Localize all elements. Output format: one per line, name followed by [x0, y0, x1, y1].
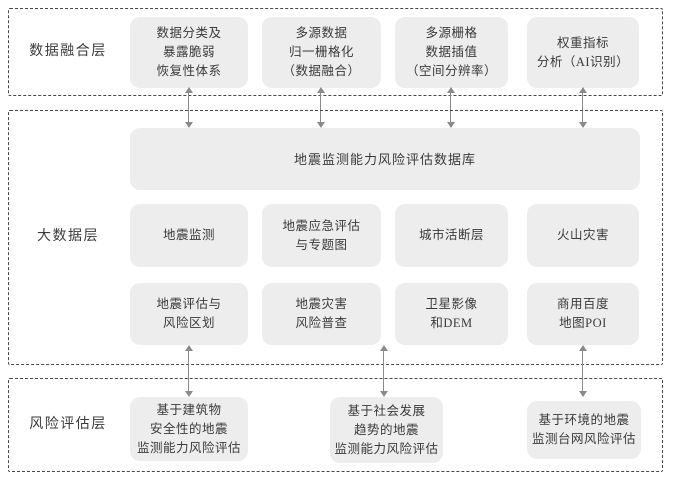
box-weight-indicator-analysis: 权重指标 分析（AI识别）: [527, 17, 639, 88]
arrow-bigdata-risk-2-icon: [379, 345, 388, 397]
box-building-safety-assessment: 基于建筑物 安全性的地震 监测能力风险评估: [130, 397, 248, 461]
box-urban-active-fault: 城市活断层: [395, 204, 508, 267]
box-text-line: 和DEM: [430, 316, 473, 330]
box-multisource-normalization: 多源数据 归一栅格化 （数据融合）: [262, 17, 381, 88]
bigdata-layer-label: 大数据层: [37, 229, 99, 244]
box-text-line: 地图POI: [559, 316, 607, 330]
bigdata-layer-border: [8, 110, 663, 365]
box-text-line: 多源栅格: [425, 26, 478, 40]
box-text-line: 权重指标: [556, 35, 609, 50]
box-text-line: 归一栅格化: [288, 45, 354, 59]
box-text-line: 监测能力风险评估: [136, 440, 241, 455]
box-database: 地震监测能力风险评估数据库: [130, 128, 640, 190]
box-text-line: 数据分类及: [156, 26, 222, 40]
risk-layer-label: 风险评估层: [29, 417, 107, 432]
box-text-line: 安全性的地震: [149, 421, 228, 436]
box-text-line: 地震应急评估: [282, 218, 361, 233]
box-text-line: 基于社会发展: [347, 403, 426, 418]
box-assessment-zoning: 地震评估与 风险区划: [130, 283, 248, 345]
box-environment-network-assessment: 基于环境的地震 监测台网风险评估: [527, 401, 641, 459]
box-text-line: 城市活断层: [418, 228, 484, 242]
box-text-line: 暴露脆弱: [162, 45, 215, 59]
box-emergency-assessment: 地震应急评估 与专题图: [262, 204, 381, 267]
box-text-line: 地震灾害: [295, 297, 348, 311]
arrow-fusion-bigdata-4-icon: [578, 87, 587, 128]
box-text-line: 商用百度: [556, 297, 609, 311]
box-satellite-dem: 卫星影像 和DEM: [395, 283, 508, 345]
box-text-line: 分析（AI识别）: [536, 54, 630, 69]
box-text-line: 多源数据: [295, 26, 348, 40]
box-text-line: （空间分辨率）: [405, 64, 497, 78]
arrow-fusion-bigdata-1-icon: [184, 87, 193, 128]
box-text-line: 趋势的地震: [353, 422, 419, 437]
box-data-classification: 数据分类及 暴露脆弱 恢复性体系: [130, 17, 248, 88]
arrow-bigdata-risk-1-icon: [184, 345, 193, 397]
arrow-fusion-bigdata-2-icon: [316, 87, 325, 128]
arrow-fusion-bigdata-3-icon: [446, 87, 455, 128]
box-social-development-assessment: 基于社会发展 趋势的地震 监测能力风险评估: [330, 397, 443, 463]
box-seismic-monitoring: 地震监测: [130, 204, 248, 267]
box-text-line: 卫星影像: [425, 297, 478, 311]
box-text-line: 风险区划: [162, 316, 215, 330]
box-text-line: 监测台网风险评估: [531, 432, 636, 446]
box-disaster-risk-survey: 地震灾害 风险普查: [262, 283, 381, 345]
box-text-line: （数据融合）: [282, 64, 361, 78]
box-baidu-map-poi: 商用百度 地图POI: [527, 283, 639, 345]
arrow-bigdata-risk-3-icon: [578, 345, 587, 397]
box-text-line: 火山灾害: [556, 228, 609, 242]
fusion-layer-label: 数据融合层: [29, 44, 107, 59]
fusion-layer-border: [8, 8, 663, 96]
box-volcano-hazard: 火山灾害: [527, 204, 639, 267]
risk-layer-border: [8, 378, 663, 472]
box-text-line: 地震监测能力风险评估数据库: [293, 151, 476, 167]
box-text-line: 风险普查: [295, 316, 348, 330]
box-text-line: 监测能力风险评估: [334, 441, 439, 456]
box-text-line: 地震监测: [162, 228, 215, 242]
box-text-line: 基于建筑物: [156, 402, 222, 417]
box-text-line: 与专题图: [295, 237, 348, 252]
box-text-line: 基于环境的地震: [538, 413, 630, 427]
box-text-line: 恢复性体系: [156, 64, 222, 78]
box-text-line: 数据插值: [425, 45, 478, 59]
box-raster-interpolation: 多源栅格 数据插值 （空间分辨率）: [395, 17, 508, 88]
box-text-line: 地震评估与: [156, 297, 222, 311]
